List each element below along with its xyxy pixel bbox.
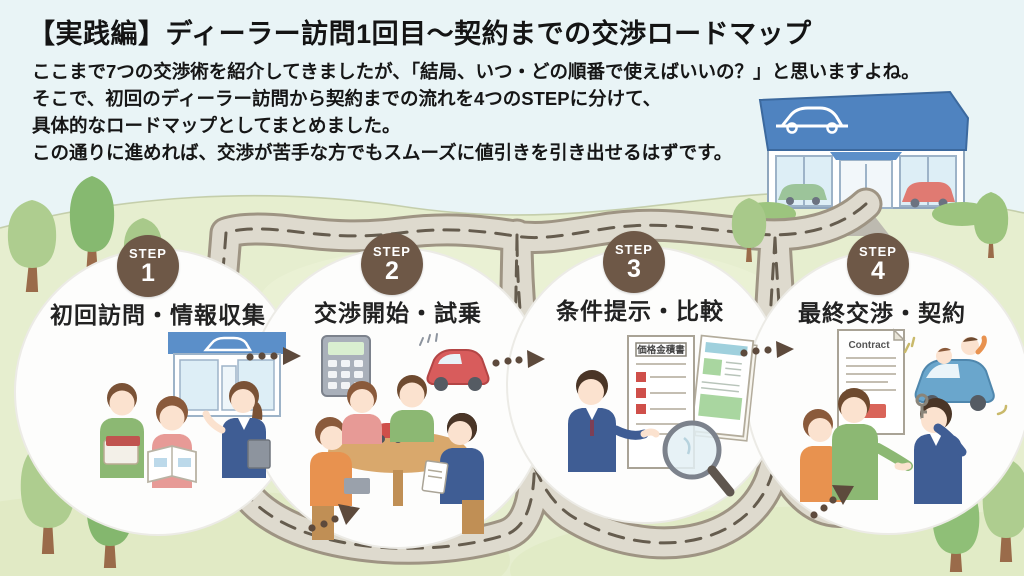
buyer-woman-pink [342,381,382,444]
step1-badge-number: 1 [141,258,155,287]
step2-badge: STEP 2 [361,233,423,295]
family-car [903,335,1008,416]
step4-badge-word: STEP [859,243,897,259]
comparison-sheet [690,334,758,442]
arrow-step1-step2 [246,347,301,365]
customer-man [100,383,144,478]
car-key-icon [915,393,929,418]
tree [7,200,57,292]
table-leg [393,470,403,506]
intro-line-3: 具体的なロードマップとしてまとめました。 [32,115,401,136]
salesman-with-key [894,393,967,504]
chair [462,500,484,534]
salesman [421,413,484,504]
step3-illustration: 価格金積書 [568,334,758,497]
intro-line-4: この通りに進めれば、交渉が苦手な方でもスムーズに値引きを引き出せるはずです。 [32,142,733,163]
step1-illustration [100,332,286,488]
intro-paragraph: ここまで7つの交渉術を紹介してきましたが、「結局、いつ・どの順番で使えばいいの？… [32,58,992,166]
dealer-sign-car-icon [776,106,848,134]
step3-label: 条件提示・比較 [556,298,724,324]
intro-line-1: ここまで7つの交渉術を紹介してきましたが、「結局、いつ・どの順番で使えばいいの？… [32,61,920,82]
showroom-car-red [902,182,955,208]
arrow-step2-step3 [492,350,545,368]
step1-label: 初回訪問・情報収集 [50,302,266,328]
showroom-car-green [778,184,827,205]
intro-line-2: そこで、初回のディーラー訪問から契約までの流れを4つのSTEPに分けて、 [32,88,662,109]
customer-woman-orange [800,409,842,502]
step4-badge-number: 4 [871,256,885,285]
step3-badge: STEP 3 [603,231,665,293]
saleswoman [202,381,271,478]
tree [973,192,1009,258]
buyer-man-green [390,375,434,442]
step4-illustration: Contract [800,328,1008,504]
step4-badge: STEP 4 [847,233,909,295]
customer-man-green [832,388,913,500]
arrow-road-into-step2 [308,504,360,532]
contract-title: Contract [848,340,890,351]
buyer-woman-orange [310,417,370,506]
quote-document-title: 価格金積書 [636,344,685,356]
test-drive-car [419,333,490,391]
arrow-road-into-step4 [810,485,854,519]
connector-arrows [246,341,854,532]
step2-badge-word: STEP [373,243,411,259]
presenting-salesman [568,370,660,472]
storefront [168,332,286,417]
step2-badge-number: 2 [385,256,399,285]
step2-label: 交渉開始・試乗 [314,300,482,326]
step2-illustration [310,333,490,540]
winding-road [200,187,893,565]
magnifier-icon [662,420,735,497]
step3-badge-number: 3 [627,254,641,283]
step4-label: 最終交渉・契約 [798,300,966,326]
page-title: 【実践編】ディーラー訪問1回目〜契約までの交渉ロードマップ [28,19,812,49]
tree [731,198,767,262]
arrow-step3-step4 [740,341,794,358]
customer-woman [147,396,197,488]
step1-badge: STEP 1 [117,235,179,297]
step1-badge-word: STEP [129,245,167,261]
step3-badge-word: STEP [615,241,653,257]
